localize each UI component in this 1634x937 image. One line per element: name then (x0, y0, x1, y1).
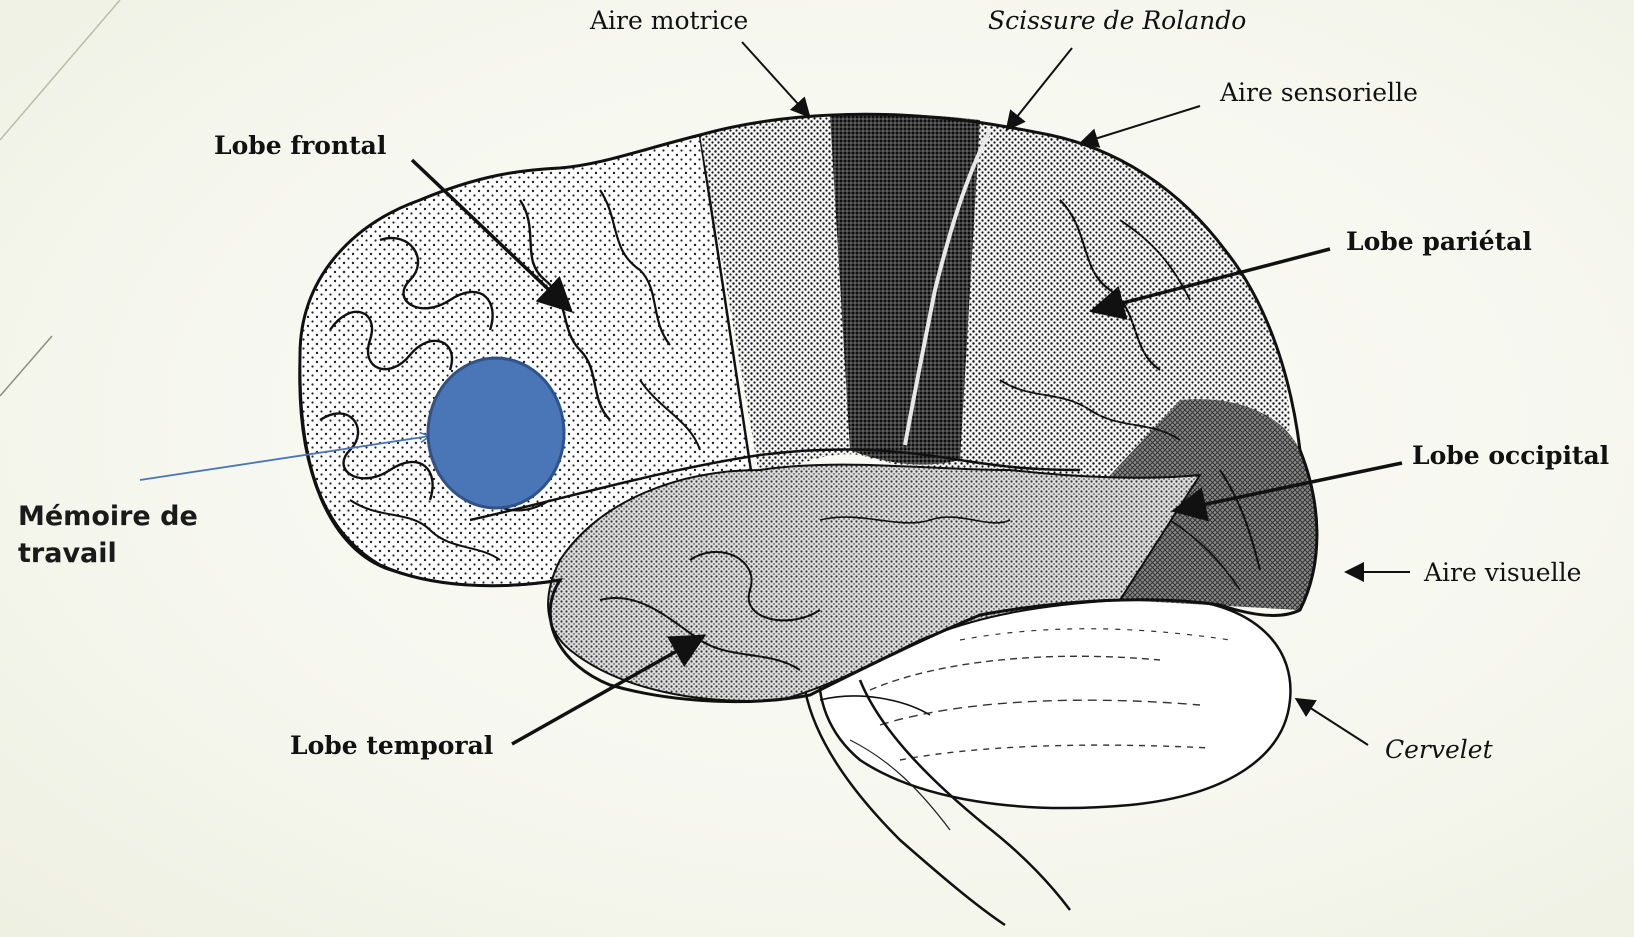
slide-decoration (0, 0, 120, 396)
working-memory-label-line1: Mémoire de (18, 498, 198, 535)
working-memory-label: Mémoire de travail (18, 498, 198, 572)
working-memory-marker (428, 358, 564, 508)
arrow-aire-motrice (742, 42, 808, 115)
label-aire-visuelle: Aire visuelle (1424, 560, 1581, 585)
label-lobe-occipital: Lobe occipital (1412, 443, 1609, 468)
label-cervelet: Cervelet (1385, 737, 1493, 762)
label-lobe-temporal: Lobe temporal (290, 733, 493, 758)
label-aire-motrice: Aire motrice (590, 8, 748, 33)
working-memory-label-line2: travail (18, 535, 198, 572)
label-aire-sensorielle: Aire sensorielle (1220, 80, 1418, 105)
arrow-aire-sensorielle (1082, 106, 1200, 143)
label-lobe-parietal: Lobe pariétal (1346, 229, 1532, 254)
label-lobe-frontal: Lobe frontal (214, 133, 386, 158)
arrow-cervelet (1298, 700, 1368, 745)
arrow-scissure-rolando (1008, 48, 1072, 128)
label-scissure-rolando: Scissure de Rolando (988, 8, 1246, 33)
